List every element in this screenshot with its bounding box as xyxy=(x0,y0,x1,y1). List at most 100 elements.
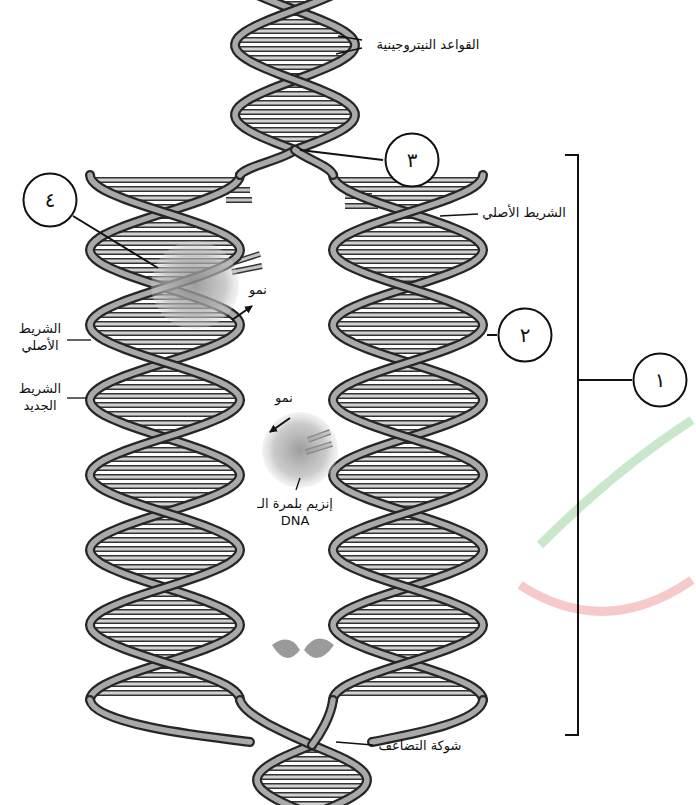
base-pair xyxy=(347,609,469,615)
base-pair xyxy=(250,30,339,33)
base-pair xyxy=(248,55,342,61)
growth-arrow xyxy=(270,418,290,432)
base-pair xyxy=(111,339,219,345)
base-pair xyxy=(97,692,233,695)
base-pair xyxy=(106,636,225,642)
base-pair xyxy=(240,111,351,114)
dna-strand xyxy=(333,175,483,700)
polymerase-enzyme xyxy=(262,412,338,488)
leader-line xyxy=(296,478,300,490)
base-pair xyxy=(360,530,457,533)
base-pair xyxy=(343,314,472,317)
base-pair xyxy=(95,395,235,398)
dna-strand xyxy=(312,700,333,745)
leader-line xyxy=(440,214,478,216)
base-pair xyxy=(341,557,475,560)
dna-strand xyxy=(235,0,355,150)
base-pair xyxy=(354,564,462,570)
base-pair xyxy=(336,321,480,327)
bracket-leader xyxy=(578,379,632,381)
circle-outline xyxy=(386,134,439,187)
callout-circle: ٢ xyxy=(497,307,553,363)
base-pair xyxy=(93,546,237,552)
base-pair xyxy=(119,494,211,497)
base-pair xyxy=(352,231,464,237)
base-pair xyxy=(336,474,479,480)
base-pair xyxy=(97,467,233,470)
callout-number: ٣ xyxy=(407,148,418,172)
base-pair xyxy=(102,485,228,488)
callout-circle: ٣ xyxy=(384,132,440,188)
base-pair xyxy=(339,404,478,407)
circle-outline xyxy=(634,354,687,407)
growth-label: نمو xyxy=(249,282,267,299)
callout-number: ١ xyxy=(655,368,666,392)
base-pair xyxy=(352,681,464,687)
base-pair xyxy=(337,393,479,399)
dna-strand xyxy=(90,700,250,742)
nucleotide xyxy=(226,199,252,202)
base-pair xyxy=(337,323,479,326)
dna-strand xyxy=(312,700,333,745)
base-pair xyxy=(112,341,218,344)
base-pair xyxy=(348,611,468,614)
leader-line xyxy=(336,742,373,745)
dna-strand xyxy=(90,175,240,700)
base-pair xyxy=(337,548,479,551)
base-pair xyxy=(337,251,478,254)
base-pair xyxy=(340,467,476,470)
base-pair xyxy=(109,681,221,687)
dna-strand xyxy=(235,0,355,150)
dna-strand xyxy=(372,700,483,742)
base-pair xyxy=(336,546,480,552)
base-pair xyxy=(94,393,236,399)
base-pair xyxy=(98,557,232,560)
base-pair xyxy=(342,312,473,318)
base-pair xyxy=(339,690,477,696)
strand-label: الشريط الأصلي xyxy=(482,205,566,222)
dna-strand xyxy=(312,745,367,805)
base-pair xyxy=(106,411,225,417)
base-pair xyxy=(338,395,478,398)
base-pair xyxy=(340,242,476,245)
base-pair xyxy=(338,627,479,633)
base-pair xyxy=(239,109,352,115)
base-pair xyxy=(251,127,339,133)
base-pair xyxy=(272,792,352,798)
dna-strand xyxy=(240,150,295,175)
base-pair xyxy=(95,620,235,623)
base-pair xyxy=(348,386,468,389)
base-pair xyxy=(360,305,457,308)
base-pair xyxy=(273,794,351,797)
base-pair xyxy=(337,618,479,624)
base-pair xyxy=(269,767,355,770)
base-pair xyxy=(343,539,472,542)
base-pair xyxy=(252,129,338,132)
base-pair xyxy=(249,57,341,60)
base-pair xyxy=(355,566,461,569)
dna-strand xyxy=(235,0,355,150)
base-pair xyxy=(355,341,461,344)
base-pair xyxy=(109,456,221,462)
watermark-swoosh xyxy=(540,420,692,545)
base-pair xyxy=(110,683,220,686)
base-pair xyxy=(353,233,463,236)
grey-mark xyxy=(272,640,300,658)
base-pair xyxy=(247,102,342,105)
base-pair xyxy=(94,548,236,551)
base-pair xyxy=(362,494,454,497)
base-pair xyxy=(112,566,218,569)
base-pair xyxy=(345,485,471,488)
base-pair xyxy=(353,458,463,461)
base-pair xyxy=(107,638,224,641)
base-pair xyxy=(249,28,340,34)
dna-strand xyxy=(257,745,312,805)
base-pair xyxy=(104,609,226,615)
part-label: القواعد النيتروجينية xyxy=(377,37,480,54)
base-pair xyxy=(347,384,469,390)
base-pair xyxy=(350,638,467,641)
base-pair xyxy=(340,692,476,695)
enzyme-label: إنزيم بلمرة الـ DNA xyxy=(245,496,345,530)
base-pair xyxy=(95,177,236,183)
